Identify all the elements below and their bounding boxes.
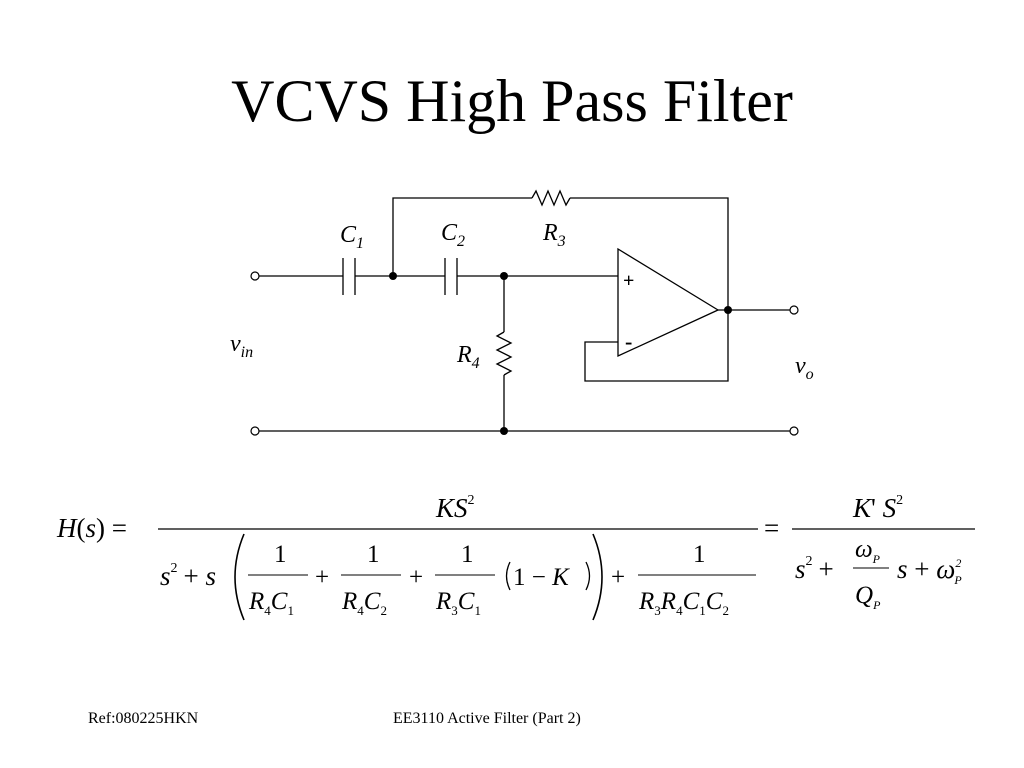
resistor-r3 [531,189,571,207]
eq-frac-a-num: 1 [274,541,287,568]
label-r3: R3 [542,220,566,250]
circuit-wires [259,189,790,432]
slide-title: VCVS High Pass Filter [231,68,793,134]
label-r4: R4 [456,342,480,372]
eq-frac-c-num: 1 [461,541,474,568]
label-c2: C2 [441,220,465,250]
eq-lhs: H(s) = [56,513,127,543]
eq-den2-s2: s2+ [795,554,834,584]
eq-frac-b-den: R4C2 [341,588,387,618]
eq-plus-1: + [315,564,329,591]
eq-frac-d-den: R3R4C1C2 [638,588,729,618]
eq-frac-c-den: R3C1 [435,588,481,618]
opamp-triangle [617,247,720,358]
eq-one-minus-k: 1 − K [513,564,570,591]
opamp-minus-sign: - [625,329,632,354]
footer-course-title: EE3110 Active Filter (Part 2) [393,710,581,727]
eq-den-start: s2+ s [160,561,216,591]
eq-frac-a-den: R4C1 [248,588,294,618]
opamp-plus-sign: + [623,270,634,292]
label-c1: C1 [340,222,364,252]
eq-left-paren [234,533,245,621]
label-vo: vo [795,353,814,383]
eq-plus-2: + [409,564,423,591]
eq-equals: = [764,513,779,543]
terminals [250,271,799,436]
eq-right-paren [592,533,603,621]
transfer-function-equation: H(s) = KS2 s2+ s 1 R4C1 + 1 R4C2 + 1 R3C… [56,493,975,621]
resistor-r4 [495,331,513,376]
eq-plus-3: + [611,564,625,591]
eq-omega-num: ωP [855,536,881,566]
junction-dots [389,272,732,435]
label-vin: vin [230,331,253,361]
eq-num2: K' S2 [852,493,903,523]
eq-frac-b-num: 1 [367,541,380,568]
footer-reference: Ref:080225HKN [88,710,199,727]
eq-num1: KS2 [435,493,475,523]
eq-frac-d-num: 1 [693,541,706,568]
eq-q-den: QP [855,582,881,612]
